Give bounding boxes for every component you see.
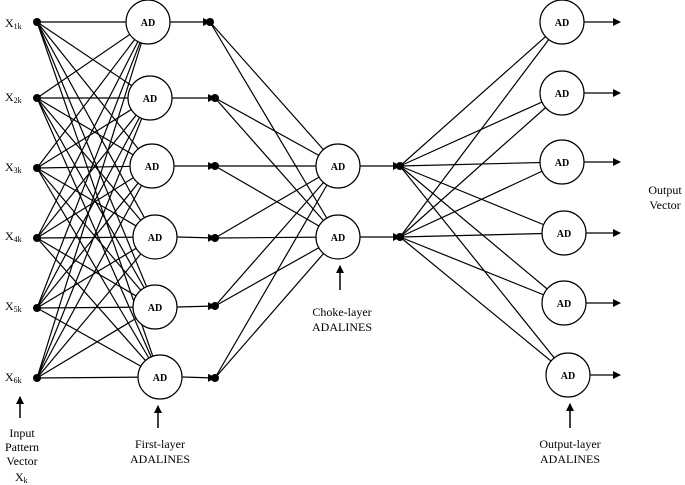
output-layer-caption-line-1: Output-layer: [539, 437, 600, 451]
input-node-2: [33, 94, 41, 102]
edge-first-5-to-relay: [176, 302, 216, 311]
edge-relay-1-to-choke-1: [209, 21, 339, 167]
choke-layer-output-node-2: [396, 233, 404, 241]
output-layer-adaline-3: [539, 139, 585, 185]
input-node-5: [33, 304, 41, 312]
output-layer-adaline-6: [545, 352, 591, 398]
output-vector-caption-line-2: Vector: [649, 198, 680, 212]
edge-relay-1-to-choke-2: [209, 21, 339, 238]
output-layer-adaline-5-label: AD: [557, 299, 571, 310]
input-node-3: [33, 164, 41, 172]
output-layer-adaline-1: [539, 0, 585, 45]
edge-input-3-to-first-1: [36, 21, 149, 169]
first-layer-output-node-2: [211, 94, 219, 102]
input-node-4: [33, 234, 41, 242]
output-layer-caption-line-2: ADALINES: [540, 452, 600, 466]
first-layer-adaline-6: [137, 354, 183, 400]
edge-input-4-to-first-2: [36, 97, 151, 239]
edge-input-6-to-first-2: [36, 97, 151, 379]
edge-relay2-2-to-output-2: [399, 92, 563, 238]
choke-layer-caption-line-1: Choke-layer: [312, 305, 371, 319]
first-layer-adaline-3: [129, 143, 175, 189]
first-layer-adaline-1: [125, 0, 171, 45]
first-layer-adaline-3-label: AD: [145, 162, 159, 173]
input-caption-line-1: Input: [9, 426, 35, 440]
edge-input-6-to-first-5: [36, 306, 156, 379]
input-label-2: X2k: [5, 90, 22, 105]
choke-layer-output-node-1: [396, 162, 404, 170]
edge-relay2-2-to-output-3: [399, 161, 563, 238]
input-caption-line-2: Pattern: [5, 440, 39, 454]
first-layer-caption-line-2: ADALINES: [130, 452, 190, 466]
choke-layer-adaline-2-label: AD: [331, 233, 345, 244]
first-layer-output-node-3: [211, 162, 219, 170]
edge-input-6-to-first-3: [36, 165, 153, 379]
input-label-5: X5k: [5, 299, 22, 314]
edge-relay-6-to-choke-1: [214, 165, 339, 379]
first-layer-adaline-5: [132, 284, 178, 330]
input-label-1: X1k: [5, 16, 22, 31]
first-layer-adaline-6-label: AD: [153, 373, 167, 384]
edge-relay-4-to-choke-1: [214, 165, 339, 239]
first-layer-adaline-4: [132, 214, 178, 260]
edge-relay2-2-to-output-6: [399, 236, 569, 376]
edge-relay-2-to-choke-2: [214, 97, 339, 238]
edge-relay-6-to-choke-2: [214, 236, 339, 379]
edge-relay-2-to-choke-1: [214, 97, 339, 167]
first-layer-output-node-5: [211, 302, 219, 310]
first-layer-output-node-4: [211, 234, 219, 242]
nodes: AD AD AD AD AD AD AD AD AD AD AD AD AD AD: [33, 0, 591, 400]
edge-input-1-to-first-4: [36, 21, 156, 238]
choke-layer-adaline-2: [315, 214, 361, 260]
edge-input-4-to-first-1: [36, 21, 149, 239]
edge-relay2-1-to-output-1: [399, 21, 563, 167]
first-layer-adaline-1-label: AD: [141, 18, 155, 29]
output-layer-adaline-2-label: AD: [555, 89, 569, 100]
edge-input-3-to-first-6: [36, 167, 161, 378]
edge-input-5-to-first-2: [36, 97, 151, 309]
edge-first-4-to-relay: [176, 233, 216, 242]
output-layer-adaline-3-label: AD: [555, 158, 569, 169]
edge-relay2-2-to-output-1: [399, 21, 563, 238]
input-label-3: X3k: [5, 160, 22, 175]
first-layer-adaline-5-label: AD: [148, 303, 162, 314]
labels: X1k X2k X3k X4k X5k X6k Input Pattern Ve…: [5, 16, 682, 485]
output-layer-adaline-5: [541, 280, 587, 326]
edge-relay-5-to-choke-1: [214, 165, 339, 307]
edge-first-6-to-relay: [181, 373, 216, 382]
input-label-4: X4k: [5, 229, 22, 244]
first-layer-adaline-2: [127, 75, 173, 121]
edge-relay2-2-to-output-4: [399, 232, 565, 238]
first-layer-output-node-6: [211, 374, 219, 382]
input-vector-symbol: Xk: [15, 470, 28, 485]
output-layer-adaline-2: [539, 70, 585, 116]
edge-input-5-to-first-4: [36, 236, 156, 309]
edge-input-5-to-first-1: [36, 21, 149, 309]
first-layer-adaline-4-label: AD: [148, 233, 162, 244]
output-vector-caption-line-1: Output: [648, 183, 682, 197]
first-layer-output-node-1: [206, 18, 214, 26]
first-layer-caption-line-1: First-layer: [135, 437, 185, 451]
edge-input-5-to-first-6: [36, 307, 161, 378]
output-layer-adaline-1-label: AD: [555, 18, 569, 29]
output-layer-adaline-6-label: AD: [561, 371, 575, 382]
output-layer-adaline-4-label: AD: [557, 229, 571, 240]
choke-layer-caption-line-2: ADALINES: [312, 320, 372, 334]
edge-input-6-to-first-4: [36, 236, 156, 379]
output-layer-adaline-4: [541, 210, 587, 256]
choke-layer-adaline-1-label: AD: [331, 162, 345, 173]
edge-input-3-to-first-4: [36, 167, 156, 238]
edge-relay2-2-to-output-5: [399, 236, 565, 304]
input-node-6: [33, 374, 41, 382]
input-caption-line-3: Vector: [6, 454, 37, 468]
edge-input-6-to-first-1: [36, 21, 149, 379]
edge-relay2-1-to-output-3: [399, 161, 563, 167]
first-layer-adaline-2-label: AD: [143, 94, 157, 105]
caption-arrows: [16, 265, 574, 428]
input-label-6: X6k: [5, 370, 22, 385]
choke-layer-adaline-1: [315, 143, 361, 189]
input-node-1: [33, 18, 41, 26]
